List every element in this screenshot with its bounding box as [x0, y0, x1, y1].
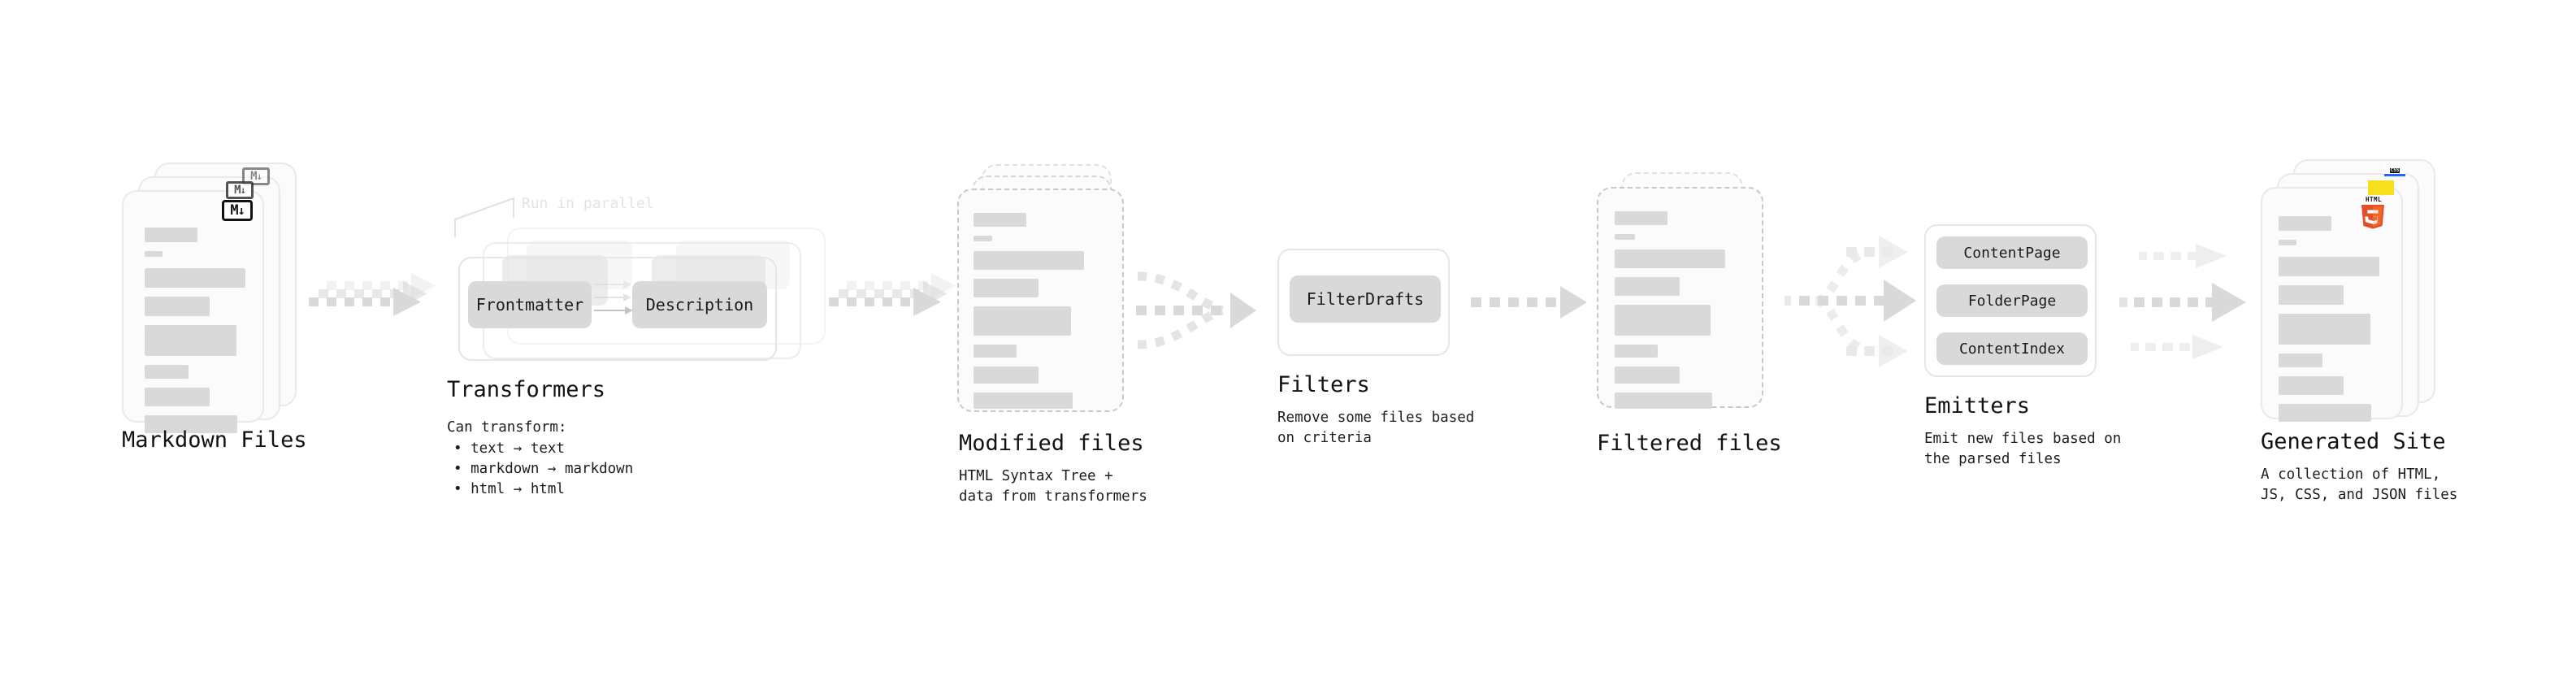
stage-title-filters: Filters	[1277, 372, 1370, 397]
emitter-chip-contentindex[interactable]: ContentIndex	[1936, 332, 2088, 365]
markdown-badge: M↓	[222, 200, 253, 221]
filter-chip-filterdrafts[interactable]: FilterDrafts	[1290, 275, 1441, 323]
stage-generated-site: CSS HTML Generated Site A collection of …	[2261, 159, 2457, 503]
emitter-chip-contentpage[interactable]: ContentPage	[1936, 236, 2088, 269]
markdown-badge-back-2: M↓	[242, 167, 270, 185]
stage-title-markdown-files: Markdown Files	[122, 427, 307, 453]
generated-site-description: A collection of HTML, JS, CSS, and JSON …	[2261, 466, 2458, 503]
connector-modified-to-filters	[1136, 258, 1258, 364]
site-card-front	[2261, 187, 2403, 422]
stage-emitters: ContentPage FolderPage ContentIndex Emit…	[1924, 224, 2121, 467]
generated-site-stack: CSS HTML	[2261, 159, 2435, 427]
transformer-inner-arrows	[594, 280, 633, 314]
transformer-chip-description[interactable]: Description	[632, 281, 767, 328]
connector-filtered-to-emitters	[1785, 218, 1928, 384]
transformers-bullet-0: • text → text	[453, 440, 565, 457]
filtered-card-content	[1615, 211, 1741, 409]
emitter-chip-folderpage[interactable]: FolderPage	[1936, 284, 2088, 317]
markdown-card-content	[145, 228, 245, 433]
connector-emitters-to-site	[2103, 231, 2257, 374]
html5-badge: HTML	[2360, 195, 2387, 229]
transformers-description: Can transform:	[447, 419, 567, 436]
transformer-chip-frontmatter[interactable]: Frontmatter	[468, 281, 592, 328]
modified-card-content	[974, 213, 1101, 409]
js-badge	[2368, 180, 2394, 195]
site-card-content	[2279, 216, 2380, 422]
css-badge-bar	[2384, 174, 2405, 176]
markdown-file-stack: M↓ M↓ M↓	[122, 163, 297, 433]
markdown-card-front	[122, 190, 264, 433]
run-in-parallel-label: Run in parallel	[522, 195, 654, 212]
emitters-description: Emit new files based on the parsed files	[1924, 431, 2122, 467]
connector-filters-to-filtered	[1471, 286, 1589, 323]
modified-file-stack	[957, 164, 1124, 424]
stage-filters: FilterDrafts Filters Remove some files b…	[1277, 249, 1474, 446]
filters-description: Remove some files based on criteria	[1277, 410, 1475, 446]
emitters-box: ContentPage FolderPage ContentIndex	[1924, 224, 2097, 377]
transformers-bullet-2: • html → html	[453, 481, 565, 497]
modified-card-front	[957, 189, 1124, 412]
css-badge-label: CSS	[2389, 167, 2400, 173]
markdown-badge-back-1: M↓	[226, 181, 254, 199]
stage-title-emitters: Emitters	[1924, 393, 2031, 419]
transformers-bullet-1: • markdown → markdown	[453, 461, 634, 477]
stage-markdown-files: M↓ M↓ M↓ Markdown Files	[122, 163, 307, 453]
css-badge: CSS	[2384, 166, 2405, 176]
stage-title-transformers: Transformers	[447, 377, 606, 402]
stage-modified-files: Modified files HTML Syntax Tree + data f…	[957, 164, 1147, 505]
stage-filtered-files: Filtered files	[1597, 172, 1782, 456]
filtered-file-stack	[1597, 172, 1763, 424]
filtered-card-front	[1597, 187, 1763, 409]
connector-transformers-to-modified	[829, 268, 967, 333]
connector-md-to-transformers	[309, 268, 447, 333]
stage-title-generated-site: Generated Site	[2261, 429, 2446, 454]
modified-files-description: HTML Syntax Tree + data from transformer…	[959, 468, 1147, 505]
run-in-parallel-bracket	[454, 197, 514, 237]
stage-title-filtered-files: Filtered files	[1597, 431, 1782, 456]
filters-box: FilterDrafts	[1277, 249, 1450, 356]
stage-title-modified-files: Modified files	[959, 431, 1144, 456]
transformer-box-front: Frontmatter Description	[458, 257, 777, 361]
transformers-bullet-list: • text → text • markdown → markdown • ht…	[453, 439, 633, 500]
svg-text:HTML: HTML	[2366, 196, 2382, 203]
